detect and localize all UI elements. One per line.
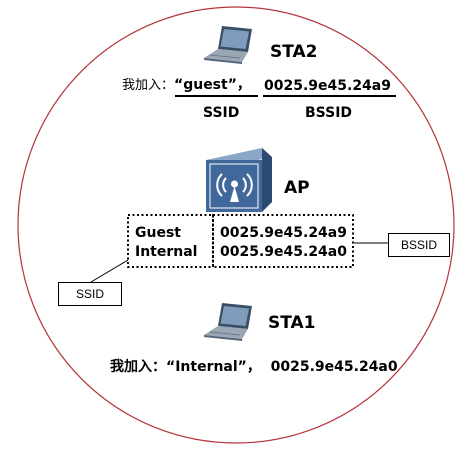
ap-bssid-1: 0025.9e45.24a9 bbox=[220, 225, 347, 241]
bssid-dotted-box bbox=[212, 214, 354, 268]
sta2-join-ssid: “guest”， bbox=[174, 77, 251, 93]
ap-bssid-2: 0025.9e45.24a0 bbox=[220, 244, 347, 260]
ap-ssid-2: Internal bbox=[135, 244, 198, 260]
ap-name: AP bbox=[284, 178, 310, 198]
bssid-callout-box: BSSID bbox=[388, 233, 450, 257]
coverage-circle bbox=[17, 6, 455, 444]
ap-ssid-1: Guest bbox=[135, 225, 181, 241]
ssid-dotted-box bbox=[127, 214, 214, 268]
sta2-name: STA2 bbox=[270, 42, 318, 62]
ssid-callout-line bbox=[90, 259, 129, 283]
sta2-ssid-caption: SSID bbox=[203, 105, 240, 121]
sta1-join-text: 我加入：“Internal”， 0025.9e45.24a0 bbox=[110, 359, 398, 375]
ap-device-icon bbox=[206, 148, 272, 212]
ssid-callout-box: SSID bbox=[58, 282, 122, 306]
sta2-join-prefix: 我加入： bbox=[122, 78, 175, 93]
sta2-bssid-caption: BSSID bbox=[305, 105, 353, 121]
sta1-laptop-icon bbox=[204, 303, 252, 341]
sta1-name: STA1 bbox=[268, 313, 316, 333]
sta2-laptop-icon bbox=[204, 26, 252, 64]
sta2-join-bssid: 0025.9e45.24a9 bbox=[264, 78, 391, 94]
